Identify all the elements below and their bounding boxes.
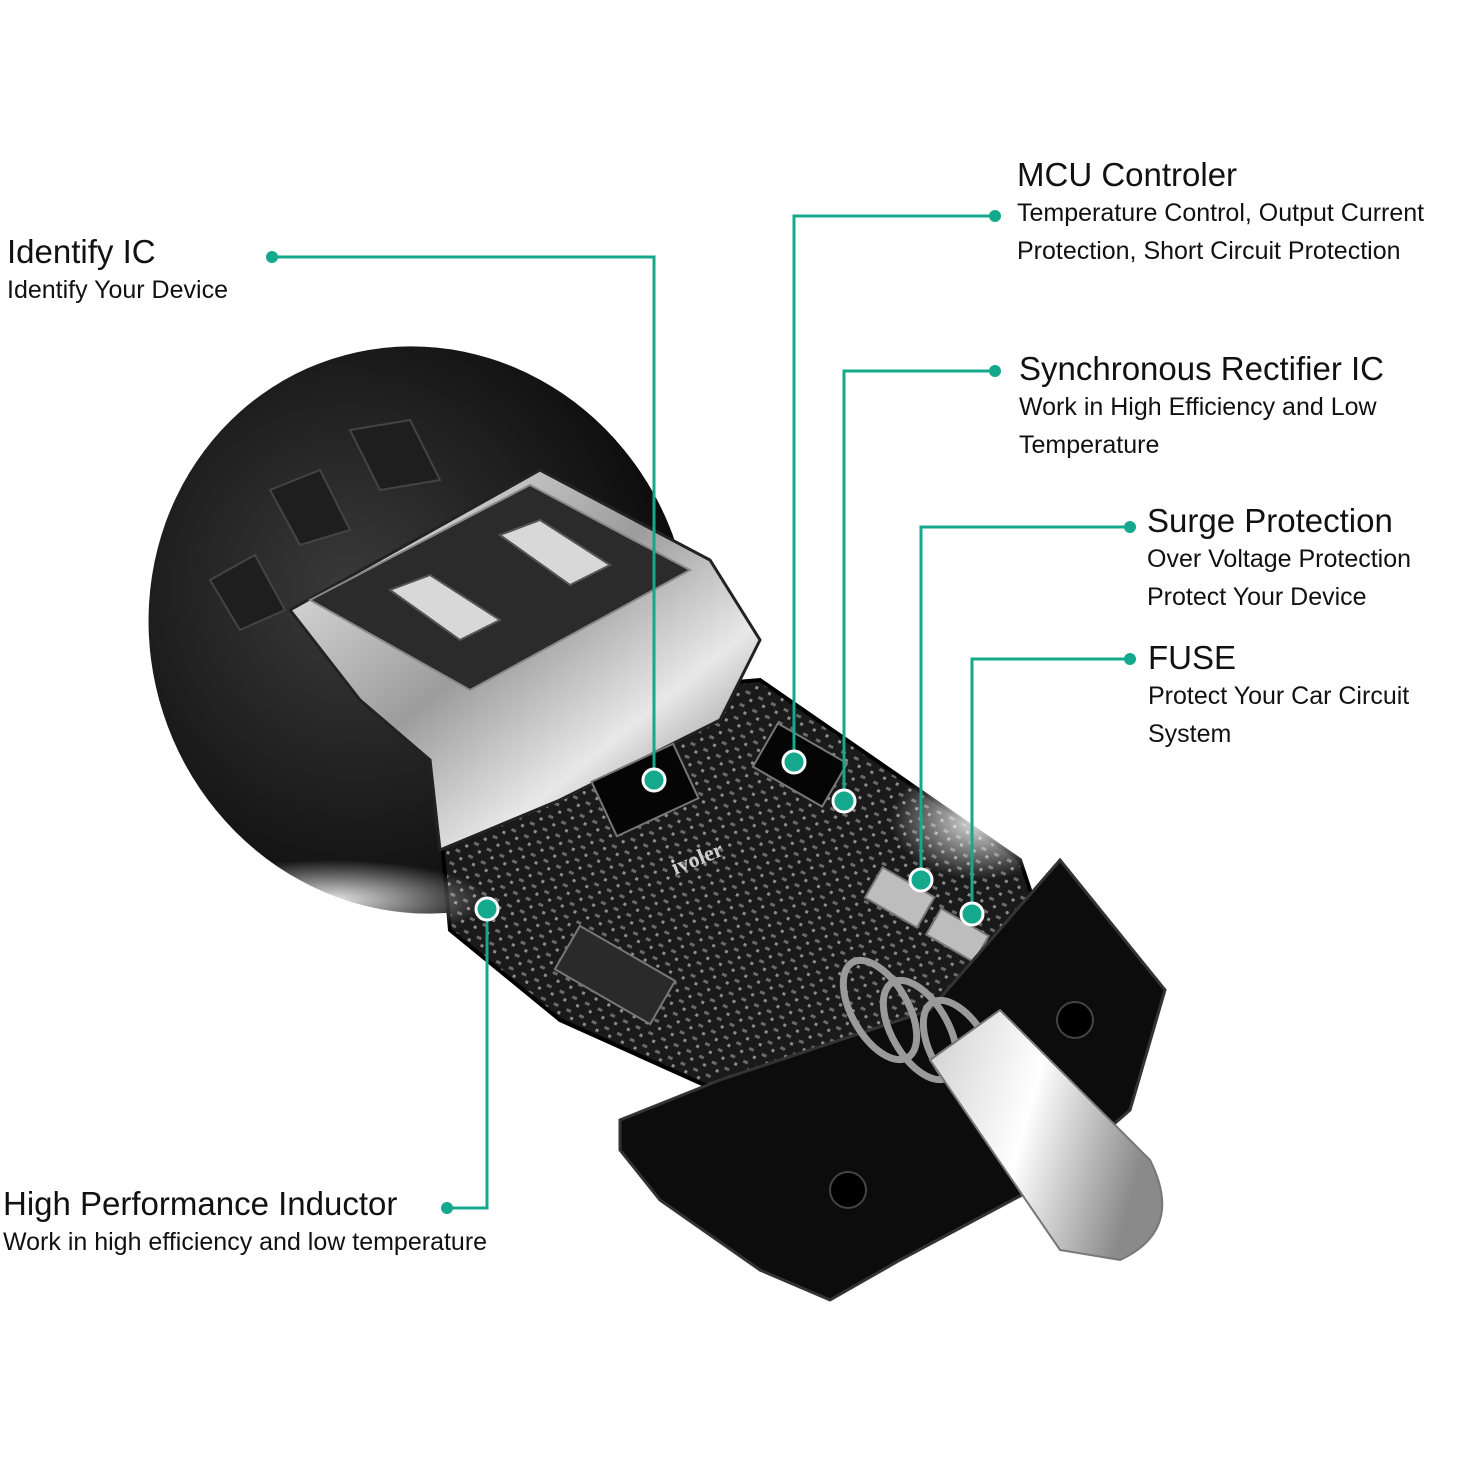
dot-mcu-chip <box>781 749 807 775</box>
callout-title: MCU Controler <box>1017 156 1238 193</box>
callout-desc: Protect Your Car Circuit <box>1148 682 1410 710</box>
callout-title: Surge Protection <box>1147 502 1393 539</box>
leader-identify-ic <box>272 255 656 780</box>
dot-rectifier-chip <box>831 788 857 814</box>
callout-title: FUSE <box>1148 639 1237 676</box>
callout-desc: Temperature Control, Output Current <box>1017 199 1425 227</box>
callout-desc: Protection, Short Circuit Protection <box>1017 237 1401 265</box>
callout-title: Synchronous Rectifier IC <box>1019 350 1384 387</box>
callout-desc: Temperature <box>1019 431 1160 459</box>
callout-desc: System <box>1148 720 1232 748</box>
callout-desc: Work in high efficiency and low temperat… <box>3 1228 488 1256</box>
callout-fuse: FUSE Protect Your Car Circuit System <box>1148 638 1409 754</box>
callout-mcu: MCU Controler Temperature Control, Outpu… <box>1017 155 1424 271</box>
dot-identify-ic-label <box>266 251 278 263</box>
callout-title: High Performance Inductor <box>3 1185 398 1222</box>
callout-identify-ic: Identify IC Identify Your Device <box>7 232 228 308</box>
callout-title: Identify IC <box>7 233 156 270</box>
dot-mcu-label <box>989 210 1001 222</box>
usb-port-opening <box>307 483 693 692</box>
usb-pins <box>387 518 613 642</box>
dot-identify-ic-chip <box>641 767 667 793</box>
leader-fuse <box>970 657 1130 914</box>
leader-mcu <box>792 214 995 762</box>
leader-lines <box>272 214 1130 1210</box>
board-chips <box>553 721 991 1026</box>
screw-hole <box>1056 1001 1094 1039</box>
contact-pin <box>928 1008 1164 1262</box>
dot-inductor-chip <box>474 896 500 922</box>
dot-surge-label <box>1124 521 1136 533</box>
dot-rectifier-label <box>989 365 1001 377</box>
leader-inductor <box>447 909 489 1210</box>
leader-rectifier <box>842 369 995 801</box>
dot-fuse-label <box>1124 653 1136 665</box>
screw-hole <box>829 1171 867 1209</box>
cap-ribs <box>208 418 442 632</box>
dot-surge-chip <box>908 867 934 893</box>
dot-fuse-chip <box>959 901 985 927</box>
callout-desc: Over Voltage Protection <box>1147 545 1412 573</box>
callout-desc: Identify Your Device <box>7 276 228 304</box>
leader-surge <box>919 525 1130 880</box>
callout-inductor: High Performance Inductor Work in high e… <box>3 1184 487 1260</box>
leader-dots <box>266 210 1136 1214</box>
callout-rectifier: Synchronous Rectifier IC Work in High Ef… <box>1019 349 1384 465</box>
callout-desc: Protect Your Device <box>1147 583 1367 611</box>
callout-surge: Surge Protection Over Voltage Protection… <box>1147 501 1411 617</box>
dot-inductor-label <box>441 1202 453 1214</box>
callout-desc: Work in High Efficiency and Low <box>1019 393 1377 421</box>
